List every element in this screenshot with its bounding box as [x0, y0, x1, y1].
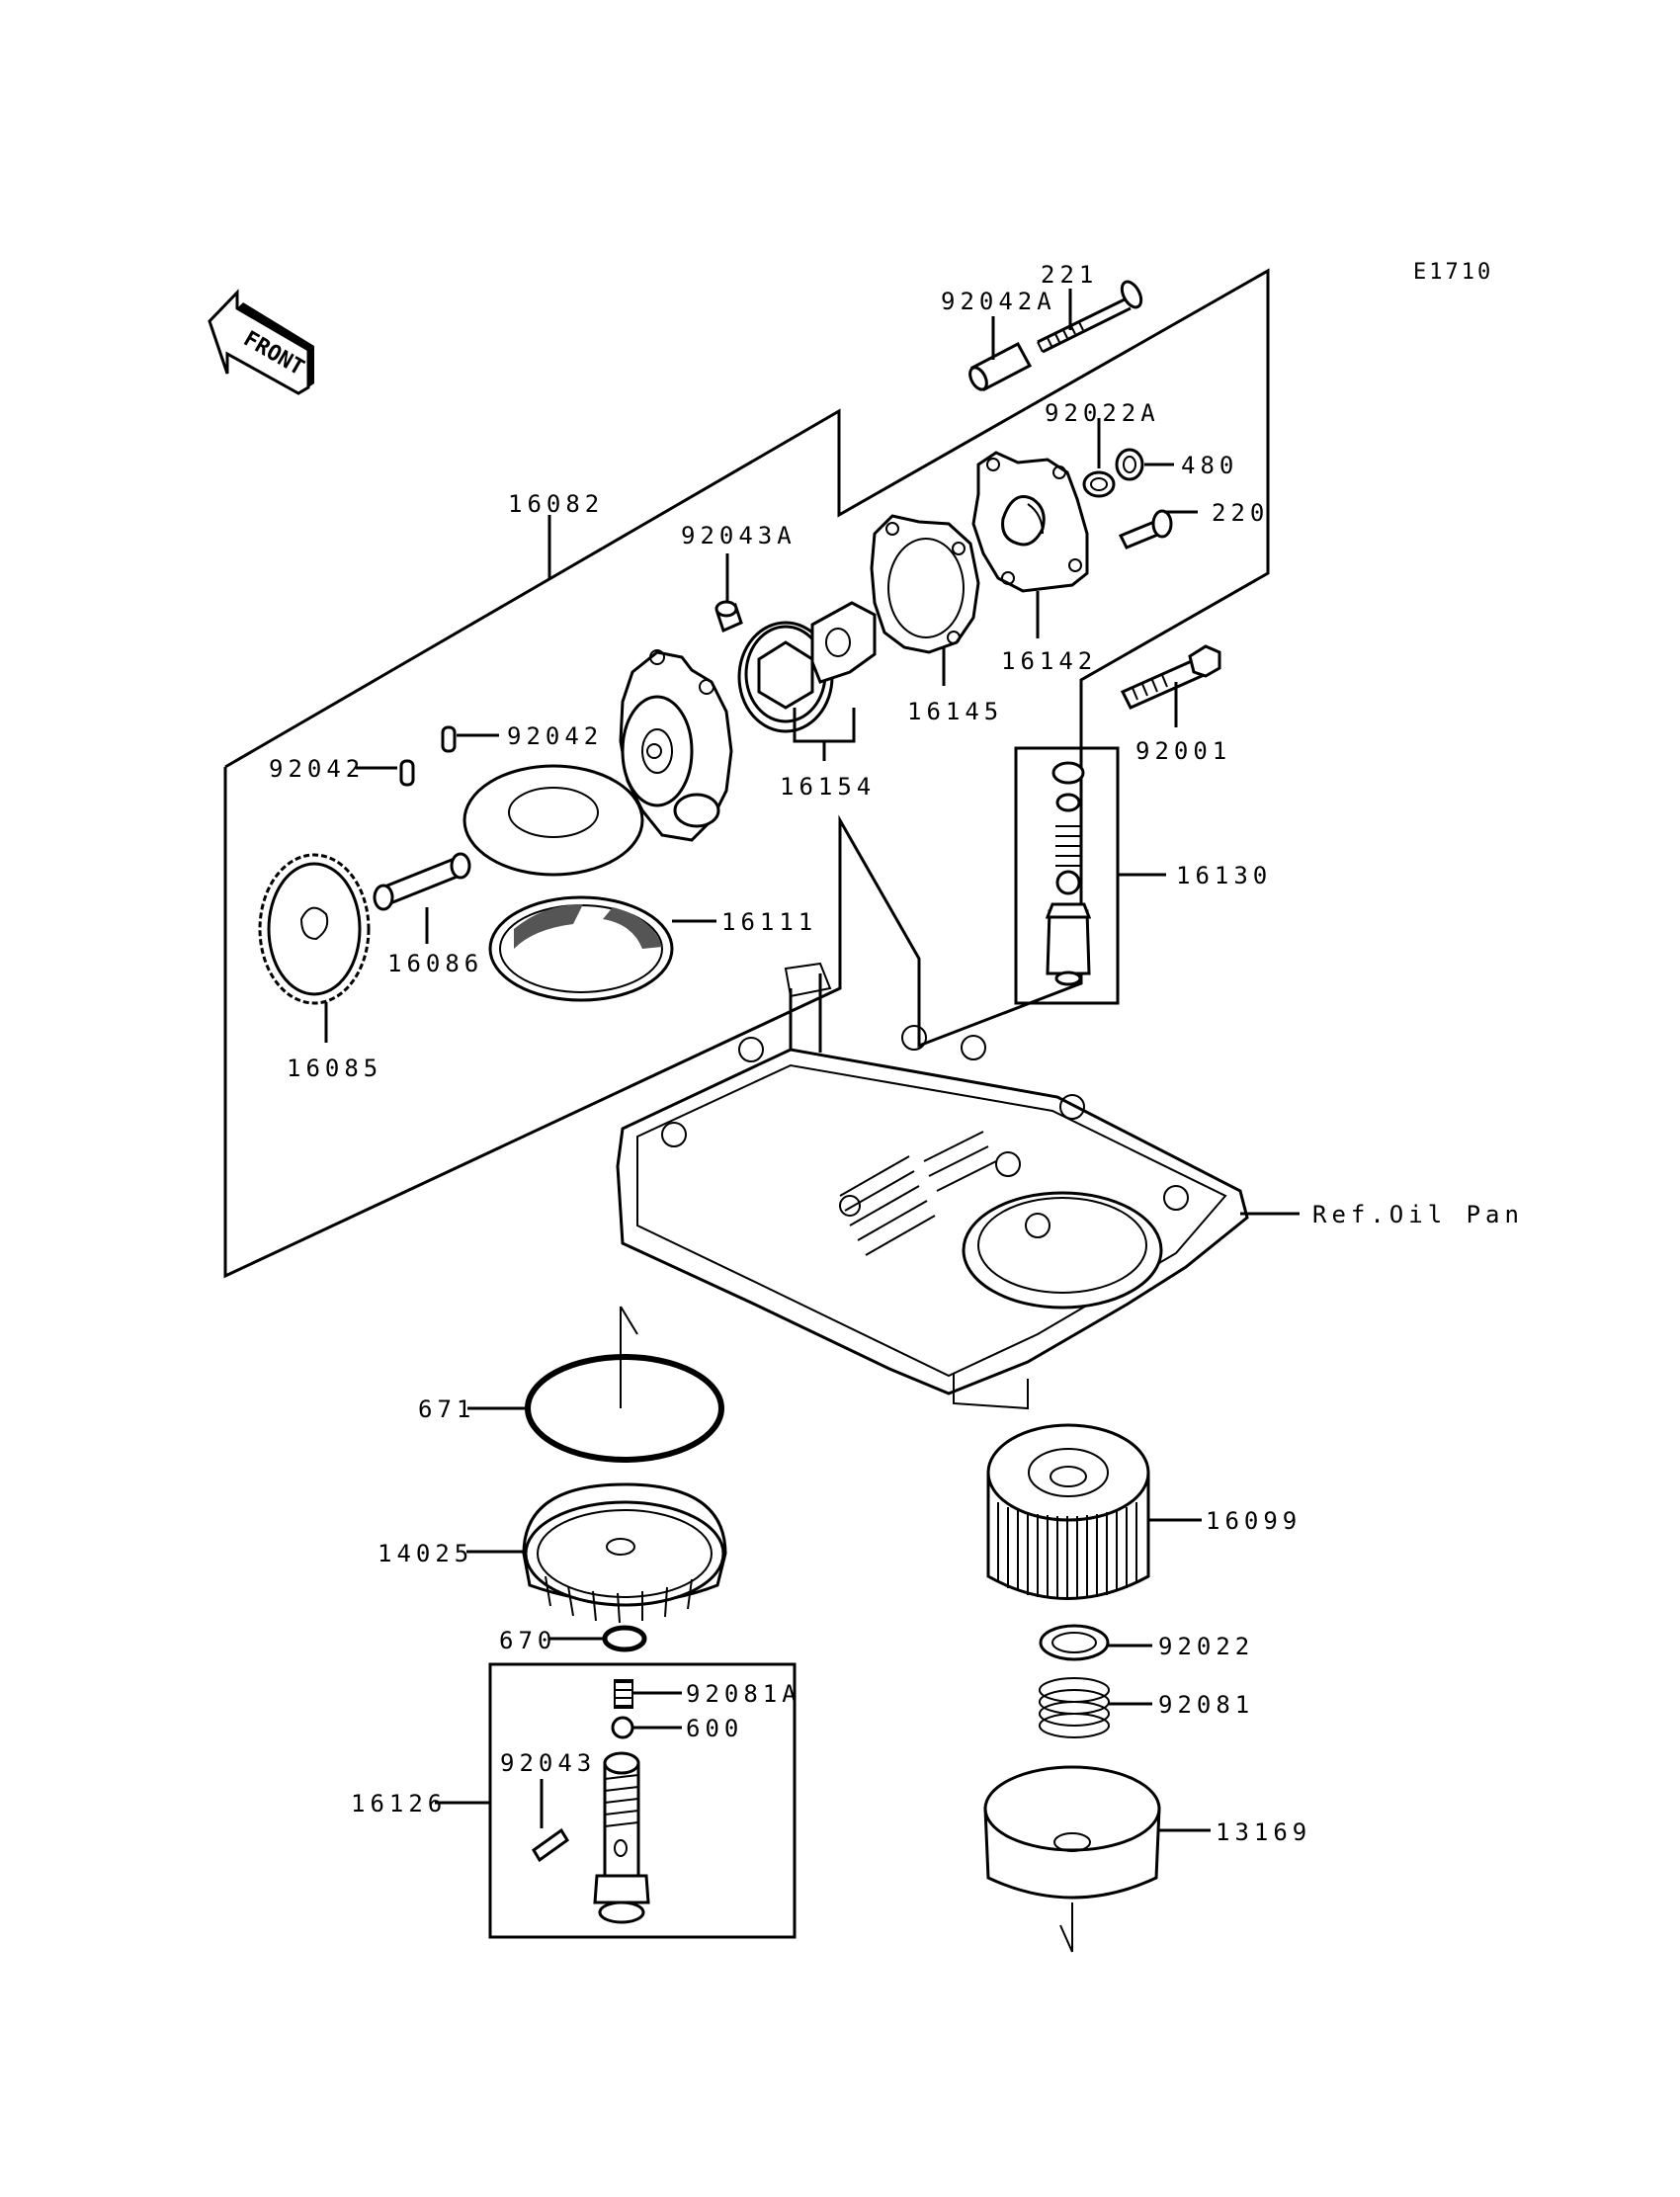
label-221: 221: [1041, 261, 1098, 289]
label-92022: 92022: [1158, 1633, 1254, 1660]
label-16154: 16154: [780, 773, 876, 801]
bolt-221-icon: [1037, 280, 1143, 354]
rotor-inner-16154-icon: [810, 601, 877, 684]
gear-16085-icon: [258, 853, 371, 1005]
label-671: 671: [418, 1395, 475, 1423]
pump-body-icon: [462, 649, 733, 877]
relief-valve-16130-icon: [1045, 761, 1092, 986]
label-92001: 92001: [1135, 737, 1231, 765]
label-16082: 16082: [508, 490, 604, 518]
label-480: 480: [1181, 452, 1238, 479]
shaft-16086-icon: [373, 852, 471, 911]
bolt-220-icon: [1118, 509, 1173, 549]
gasket-16145-icon: [870, 514, 980, 654]
filter-cover-14025-icon: [522, 1482, 727, 1624]
clip-480-icon: [1115, 448, 1144, 481]
label-220: 220: [1212, 499, 1269, 527]
pin-92043-icon: [532, 1827, 569, 1863]
label-92043: 92043: [500, 1749, 596, 1777]
washer-92022-icon: [1039, 1624, 1110, 1661]
front-arrow-icon: FRONT: [208, 289, 314, 395]
oil-pump-group-bracket: [223, 268, 1270, 1279]
pin-92042-b-icon: [399, 759, 415, 787]
bolt-92001-icon: [1120, 644, 1221, 710]
label-92081: 92081: [1158, 1691, 1254, 1719]
label-92042-a: 92042: [507, 722, 603, 750]
strainer-16111-icon: [488, 895, 674, 1002]
label-670: 670: [499, 1627, 556, 1654]
label-16142: 16142: [1001, 647, 1097, 675]
label-16130: 16130: [1176, 862, 1272, 889]
label-92042a: 92042A: [941, 288, 1056, 315]
bypass-valve-group-box: [488, 1662, 797, 1939]
pin-92043a-icon: [714, 600, 743, 634]
diagram-ref-code: E1710: [1413, 260, 1493, 285]
label-13169: 13169: [1216, 1818, 1311, 1846]
leader-lines: [324, 289, 1300, 1832]
label-14025: 14025: [378, 1540, 473, 1567]
ball-600-icon: [611, 1716, 634, 1739]
label-92042-b: 92042: [269, 755, 365, 783]
label-92022a: 92022A: [1045, 399, 1160, 427]
spring-92081-icon: [1039, 1677, 1110, 1738]
washer-92022a-icon: [1082, 470, 1116, 498]
label-16126: 16126: [351, 1790, 447, 1817]
label-16111: 16111: [721, 908, 817, 936]
oil-pan-icon: [616, 962, 1249, 1410]
label-92081a: 92081A: [686, 1680, 801, 1708]
label-16086: 16086: [387, 950, 483, 977]
collar-92042a-icon: [968, 341, 1033, 392]
label-16099: 16099: [1206, 1507, 1302, 1535]
bypass-bolt-16126-icon: [593, 1751, 650, 1924]
o-ring-670-icon: [602, 1625, 647, 1652]
oil-filter-16099-icon: [986, 1423, 1150, 1600]
label-92043a: 92043A: [681, 522, 797, 549]
spring-92081a-icon: [614, 1679, 633, 1709]
pump-cover-16142-icon: [971, 451, 1089, 593]
filter-case-13169-icon: [983, 1765, 1161, 1953]
label-600: 600: [686, 1715, 743, 1742]
label-ref-oil-pan: Ref.Oil Pan: [1312, 1201, 1524, 1228]
label-16145: 16145: [907, 698, 1003, 725]
label-16085: 16085: [287, 1055, 382, 1082]
pin-92042-a-icon: [441, 725, 457, 753]
o-ring-671-icon: [525, 1306, 724, 1463]
